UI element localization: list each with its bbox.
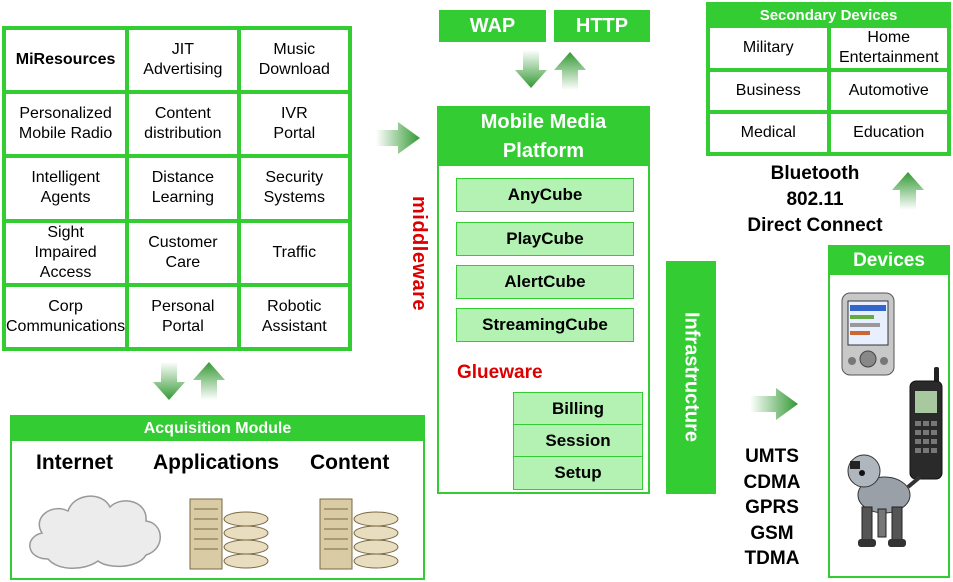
connectivity-label: Bluetooth 802.11 Direct Connect [747,163,883,236]
service-customer-care: Customer Care [127,220,239,285]
arrow-down-icon [515,50,547,88]
secondary-business: Business [708,70,829,112]
cube-playcube: PlayCube [456,222,634,256]
arrow-down-icon [153,362,185,400]
arrow-right-icon [750,388,798,420]
arrow-right-icon [376,122,420,154]
arrow-up-icon [193,362,225,400]
secondary-devices: Secondary Devices Military Home Entertai… [706,2,951,156]
devices-title: Devices [830,247,948,275]
glueware-label: Glueware [457,362,543,383]
arrow-up-icon [554,52,586,90]
glue-setup: Setup [514,457,642,489]
secondary-automotive: Automotive [828,70,949,112]
source-applications-label: Applications [153,451,280,474]
service-intelligent-agents: Intelligent Agents [4,156,128,221]
secondary-devices-title: Secondary Devices [708,4,949,26]
service-sight-impaired-access: Sight Impaired Access [4,220,128,285]
network-standards-label: UMTS CDMA GPRS GSM TDMA [743,446,801,569]
content-server-icon [319,498,399,570]
secondary-education: Education [828,112,949,154]
robot-dog-icon [847,454,922,547]
arrow-up-icon [892,172,924,210]
internet-cloud-icon [29,495,161,569]
source-content-label: Content [310,451,390,474]
service-traffic: Traffic [238,220,350,285]
application-server-icon [189,498,269,570]
service-jit-advertising: JIT Advertising [127,28,239,93]
service-corp-communications: Corp Communications [4,284,128,349]
infrastructure-label: Infrastructure [680,312,703,443]
mobile-phone-icon [909,367,943,480]
service-miresources: MiResources [4,28,128,93]
service-ivr-portal: IVR Portal [238,92,350,157]
devices-panel: Devices [828,245,950,578]
service-content-distribution: Content distribution [127,92,239,157]
glue-session: Session [514,425,642,457]
acquisition-module: Acquisition Module Internet Applications… [10,415,425,580]
service-personalized-mobile-radio: Personalized Mobile Radio [4,92,128,157]
secondary-devices-grid: Military Home Entertainment Business Aut… [708,26,949,154]
service-security-systems: Security Systems [238,156,350,221]
acquisition-title: Acquisition Module [12,417,423,441]
cube-streamingcube: StreamingCube [456,308,634,342]
cube-alertcube: AlertCube [456,265,634,299]
service-distance-learning: Distance Learning [127,156,239,221]
service-music-download: Music Download [238,28,350,93]
pda-icon [841,292,895,376]
secondary-medical: Medical [708,112,829,154]
protocol-wap: WAP [439,10,546,42]
mobile-media-platform: Mobile Media Platform AnyCube PlayCube A… [437,106,650,494]
cube-anycube: AnyCube [456,178,634,212]
secondary-home-entertainment: Home Entertainment [828,26,949,70]
service-personal-portal: Personal Portal [127,284,239,349]
protocol-http: HTTP [554,10,650,42]
infrastructure-bar: Infrastructure [666,261,716,494]
service-robotic-assistant: Robotic Assistant [238,284,350,349]
middleware-label: middleware [408,196,430,312]
platform-title: Mobile Media Platform [439,108,648,166]
glueware-stack: Billing Session Setup [513,392,643,490]
secondary-military: Military [708,26,829,70]
glue-billing: Billing [514,393,642,425]
services-grid: MiResources JIT Advertising Music Downlo… [2,26,352,351]
source-internet-label: Internet [36,451,114,474]
